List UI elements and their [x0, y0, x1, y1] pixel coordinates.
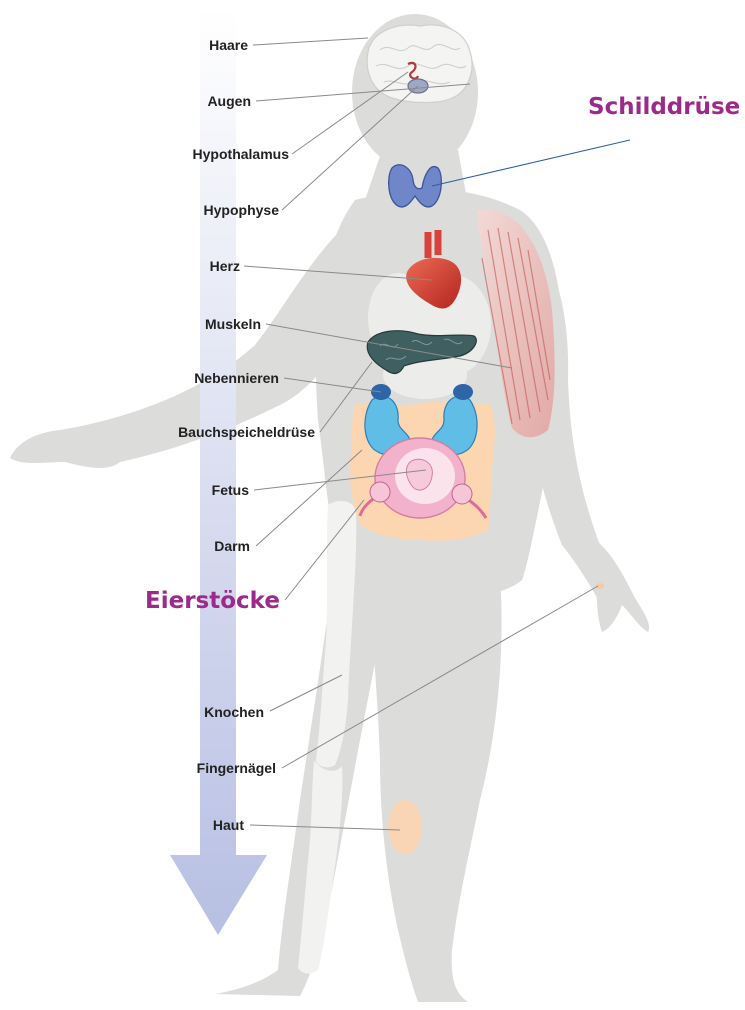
- label-augen: Augen: [207, 93, 251, 109]
- label-bauchspeicheldruese: Bauchspeicheldrüse: [178, 424, 315, 440]
- label-haut: Haut: [213, 817, 244, 833]
- label-knochen: Knochen: [204, 704, 264, 720]
- label-darm: Darm: [214, 538, 250, 554]
- label-muskeln: Muskeln: [205, 316, 261, 332]
- label-hypophyse: Hypophyse: [204, 202, 279, 218]
- label-fingernaegel: Fingernägel: [197, 760, 276, 776]
- label-nebennieren: Nebennieren: [194, 370, 279, 386]
- label-fetus: Fetus: [212, 482, 249, 498]
- highlight-schilddruese: Schilddrüse: [588, 93, 740, 121]
- label-haare: Haare: [209, 37, 248, 53]
- highlight-eierstoecke: Eierstöcke: [145, 587, 280, 615]
- label-hypothalamus: Hypothalamus: [193, 146, 289, 162]
- thyroid-leader-line: [432, 140, 630, 186]
- label-herz: Herz: [210, 258, 240, 274]
